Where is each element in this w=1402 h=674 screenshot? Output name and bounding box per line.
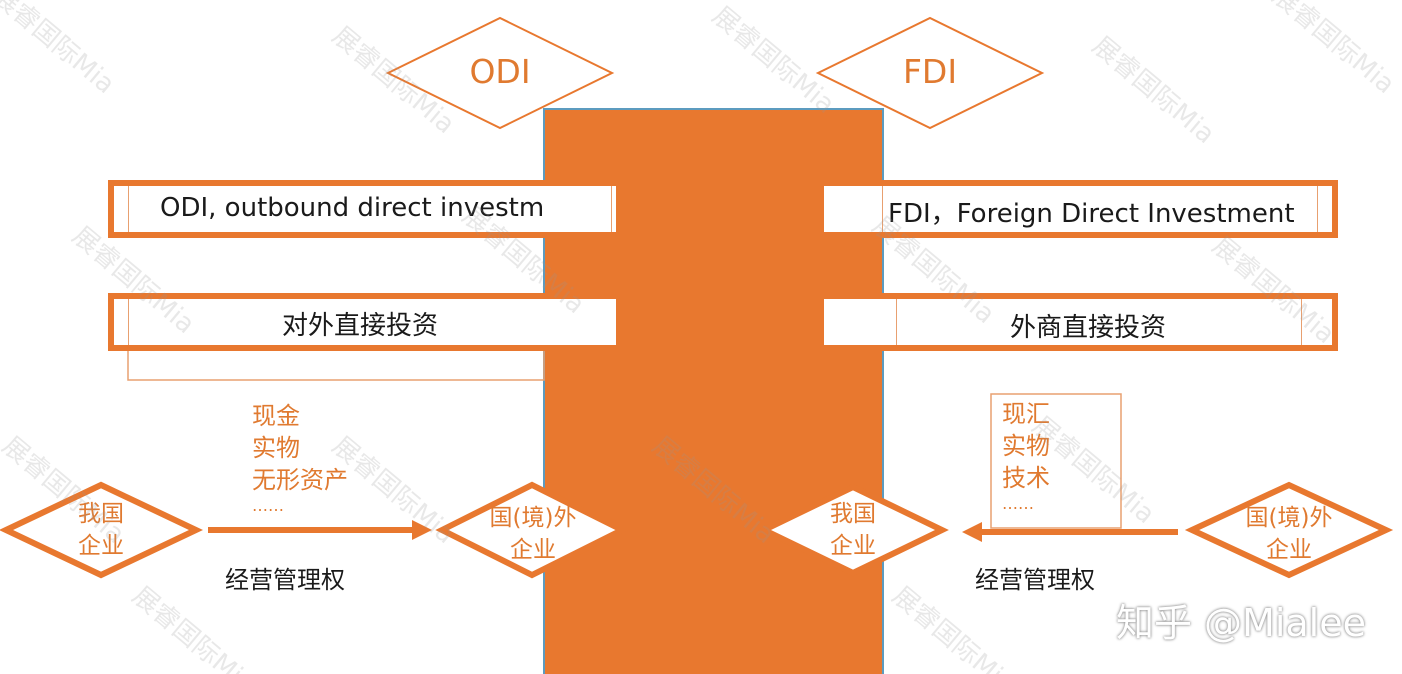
left-target-label: 国(境)外 企业	[489, 505, 577, 563]
right-items-list: 现汇 实物 技术 ……	[1002, 398, 1050, 514]
left-english-text: ODI, outbound direct investm	[160, 193, 545, 223]
credit-watermark: 知乎 @Mialee	[1115, 601, 1366, 645]
right-origin-diamond	[1184, 481, 1394, 579]
left-item: 现金	[252, 402, 300, 430]
left-chinese-box	[108, 293, 622, 351]
right-chinese-box	[818, 293, 1338, 351]
fdi-title-diamond	[815, 16, 1045, 130]
left-origin-diamond	[0, 481, 204, 579]
left-target-diamond	[435, 481, 629, 579]
left-arrow-label: 经营管理权	[225, 566, 345, 594]
right-origin-label: 国(境)外 企业	[1245, 505, 1333, 563]
left-item: 实物	[252, 434, 300, 462]
right-chinese-text: 外商直接投资	[1010, 313, 1167, 343]
left-arrowhead	[412, 520, 432, 540]
odi-title-diamond	[385, 16, 615, 130]
right-item: 实物	[1002, 432, 1050, 460]
right-arrowhead	[962, 522, 982, 542]
left-item: 无形资产	[252, 466, 348, 494]
right-item: 技术	[1002, 464, 1050, 492]
right-item: ……	[1002, 494, 1034, 513]
left-chinese-text: 对外直接投资	[282, 311, 439, 341]
right-target-label: 我国 企业	[830, 501, 876, 559]
right-arrow-label: 经营管理权	[975, 566, 1095, 594]
left-english-box	[108, 180, 622, 238]
right-english-text: FDI，Foreign Direct Investment	[888, 199, 1295, 229]
right-item: 现汇	[1002, 400, 1050, 428]
odi-title: ODI	[469, 52, 531, 91]
right-items-frame	[990, 393, 1122, 529]
right-english-box	[818, 180, 1338, 238]
left-item: ……	[252, 496, 284, 515]
fdi-title: FDI	[902, 52, 958, 91]
left-items-list: 现金 实物 无形资产 ……	[252, 400, 348, 516]
right-target-diamond	[757, 483, 949, 577]
left-origin-label: 我国 企业	[78, 501, 124, 559]
